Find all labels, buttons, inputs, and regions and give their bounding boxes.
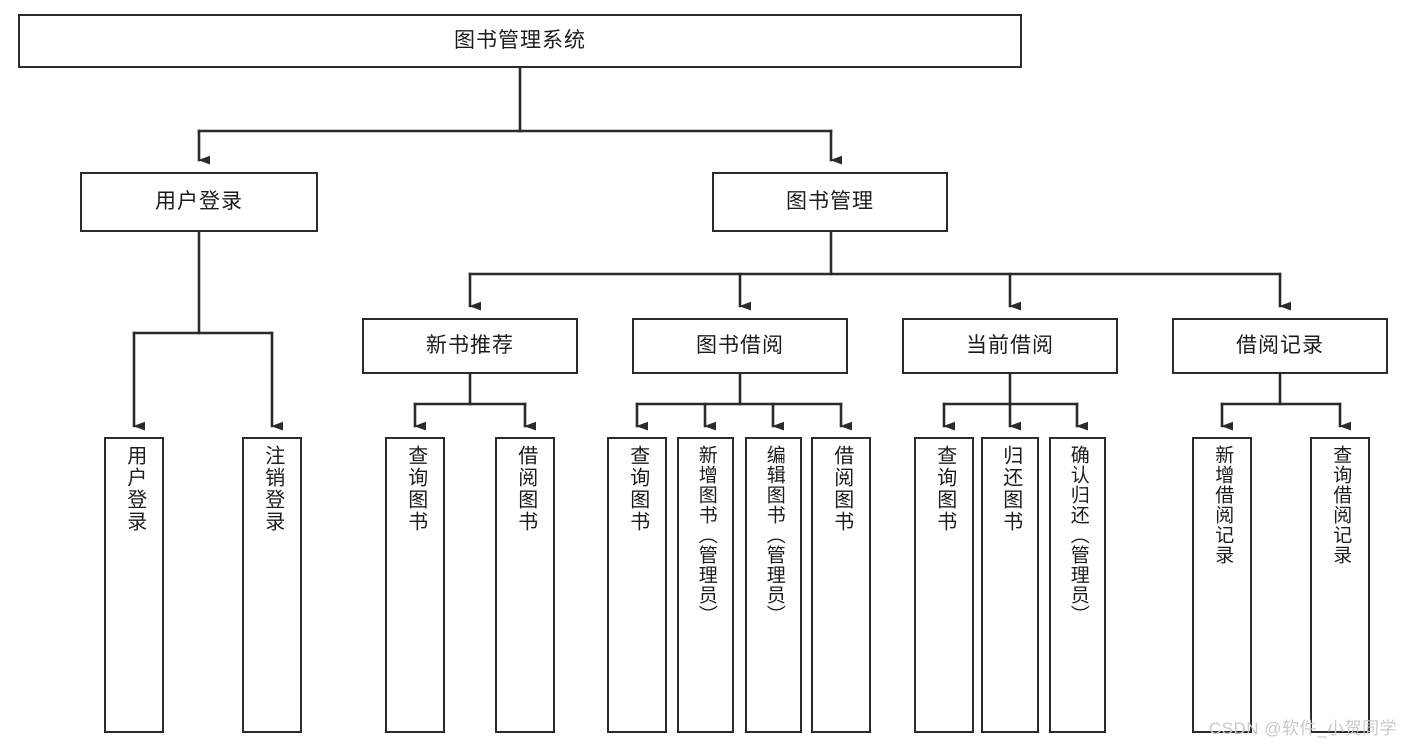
node-leaf-confirm-return[interactable]: 确认归还（管理员） [1049,437,1106,733]
node-leaf-query-book-3-label: 查询图书 [933,445,956,533]
node-leaf-return-book-label: 归还图书 [999,445,1022,533]
node-leaf-borrow-book-2[interactable]: 借阅图书 [811,437,871,733]
node-leaf-user-login[interactable]: 用户登录 [104,437,164,733]
node-leaf-query-record[interactable]: 查询借阅记录 [1310,437,1370,733]
node-leaf-query-book-3[interactable]: 查询图书 [914,437,974,733]
node-leaf-logout[interactable]: 注销登录 [242,437,302,733]
watermark-text: CSDN @软件_小贺同学 [1208,719,1397,738]
node-user-login[interactable]: 用户登录 [80,172,318,232]
node-leaf-add-book[interactable]: 新增图书（管理员） [677,437,734,733]
node-book-borrow-label: 图书借阅 [696,334,784,358]
node-leaf-logout-label: 注销登录 [261,445,284,533]
node-root-label: 图书管理系统 [454,29,586,53]
node-leaf-borrow-book-1[interactable]: 借阅图书 [495,437,555,733]
node-book-manage-label: 图书管理 [786,190,874,214]
node-current-borrow[interactable]: 当前借阅 [902,318,1118,374]
node-leaf-borrow-book-2-label: 借阅图书 [830,445,853,533]
node-leaf-add-record[interactable]: 新增借阅记录 [1192,437,1252,733]
node-new-book-rec-label: 新书推荐 [426,334,514,358]
node-leaf-edit-book[interactable]: 编辑图书（管理员） [745,437,802,733]
node-leaf-user-login-label: 用户登录 [123,445,146,533]
node-leaf-confirm-return-label: 确认归还（管理员） [1067,445,1089,625]
node-leaf-add-record-label: 新增借阅记录 [1212,445,1234,565]
node-leaf-query-book-2-label: 查询图书 [626,445,649,533]
node-borrow-record-label: 借阅记录 [1236,334,1324,358]
node-leaf-return-book[interactable]: 归还图书 [981,437,1039,733]
node-leaf-query-book-1-label: 查询图书 [404,445,427,533]
node-book-manage[interactable]: 图书管理 [712,172,948,232]
node-leaf-query-record-label: 查询借阅记录 [1330,445,1352,565]
node-leaf-query-book-2[interactable]: 查询图书 [607,437,667,733]
node-leaf-edit-book-label: 编辑图书（管理员） [763,445,785,625]
node-root[interactable]: 图书管理系统 [18,14,1022,68]
node-current-borrow-label: 当前借阅 [966,334,1054,358]
node-new-book-rec[interactable]: 新书推荐 [362,318,578,374]
node-leaf-add-book-label: 新增图书（管理员） [695,445,717,625]
node-user-login-label: 用户登录 [155,190,243,214]
node-leaf-query-book-1[interactable]: 查询图书 [385,437,445,733]
node-borrow-record[interactable]: 借阅记录 [1172,318,1388,374]
node-book-borrow[interactable]: 图书借阅 [632,318,848,374]
node-leaf-borrow-book-1-label: 借阅图书 [514,445,537,533]
